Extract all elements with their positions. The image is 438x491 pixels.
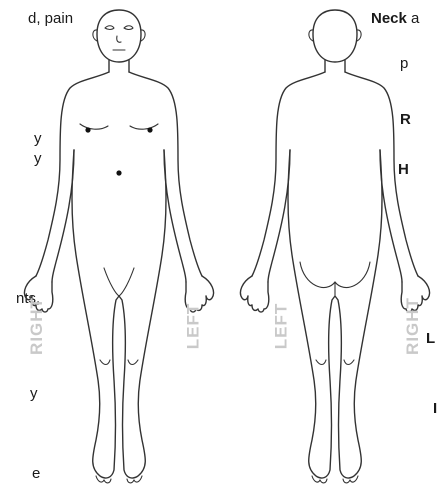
front-chest-right — [80, 124, 108, 129]
front-left-label: LEFT — [183, 303, 203, 350]
front-nose — [117, 36, 121, 42]
back-knee-right — [344, 360, 354, 365]
front-right-label: RIGHT — [27, 297, 47, 355]
back-head — [313, 10, 357, 62]
back-left-label: LEFT — [271, 303, 291, 350]
front-marker-chest-right — [85, 127, 90, 132]
front-eye-right — [105, 26, 114, 30]
back-body-figure — [240, 10, 429, 483]
front-chest-left — [130, 124, 158, 129]
front-body-figure — [24, 10, 213, 483]
front-legs — [72, 150, 166, 478]
front-head — [97, 10, 141, 62]
front-groin — [104, 268, 134, 296]
back-right-label: RIGHT — [403, 297, 423, 355]
front-knee-left — [128, 360, 138, 365]
front-marker-chest-left — [147, 127, 152, 132]
front-marker-navel — [116, 170, 121, 175]
back-buttocks — [300, 262, 370, 296]
front-knee-right — [100, 360, 110, 365]
back-knee-left — [316, 360, 326, 365]
back-hand-left — [240, 276, 268, 312]
front-eye-left — [124, 26, 133, 30]
back-legs — [288, 150, 382, 478]
